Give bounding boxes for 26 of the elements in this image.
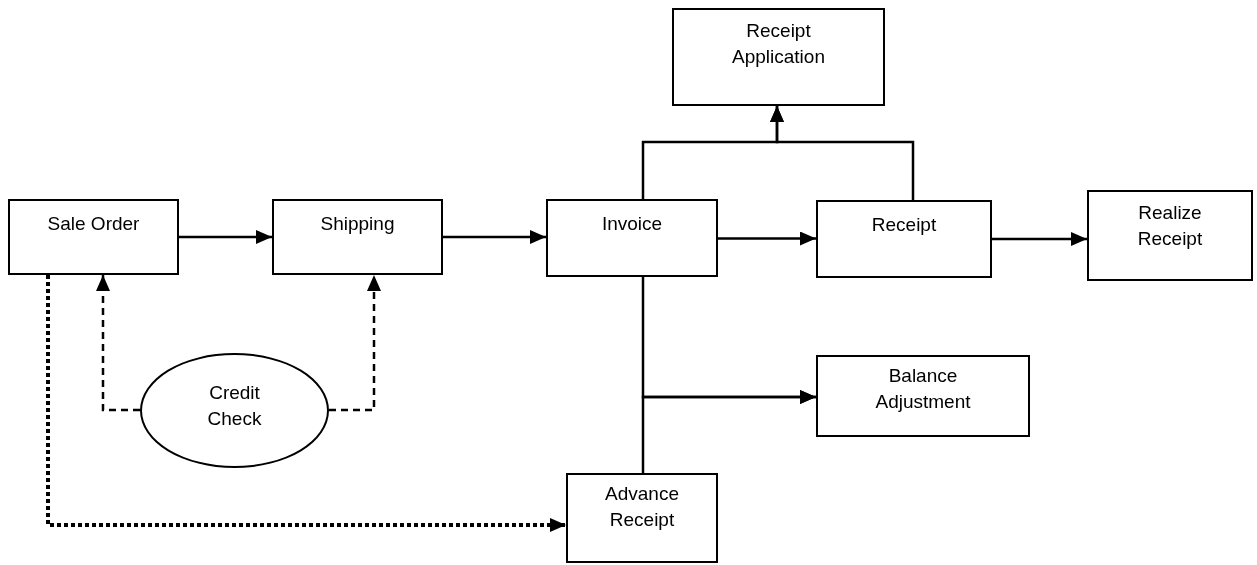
dashed-arrow: [329, 275, 381, 412]
arrow: [718, 231, 816, 246]
process-box: [566, 473, 718, 563]
process-box: [272, 199, 443, 275]
arrow: [992, 232, 1087, 246]
arrow: [641, 390, 816, 473]
process-box: [816, 355, 1030, 437]
node-label: Sale Order: [47, 212, 140, 236]
arrow: [443, 230, 546, 244]
process-box: [816, 200, 992, 278]
process-box: [546, 199, 718, 277]
node-label: Credit Check: [206, 381, 263, 431]
node-label: Receipt: [871, 213, 937, 237]
process-box: [672, 8, 885, 106]
node-label: Balance Adjustment: [874, 364, 972, 414]
node-label: Receipt Application: [731, 19, 826, 69]
arrow: [179, 230, 272, 244]
dotted-arrow: [46, 275, 566, 532]
node-label: Realize Receipt: [1136, 201, 1204, 251]
arrow: [770, 106, 915, 200]
dashed-arrow: [96, 275, 140, 412]
process-box: [8, 199, 179, 275]
node-label: Shipping: [320, 212, 395, 236]
process-box: [1087, 190, 1253, 281]
node-label: Advance Receipt: [604, 482, 680, 532]
node-label: Invoice: [601, 212, 663, 236]
